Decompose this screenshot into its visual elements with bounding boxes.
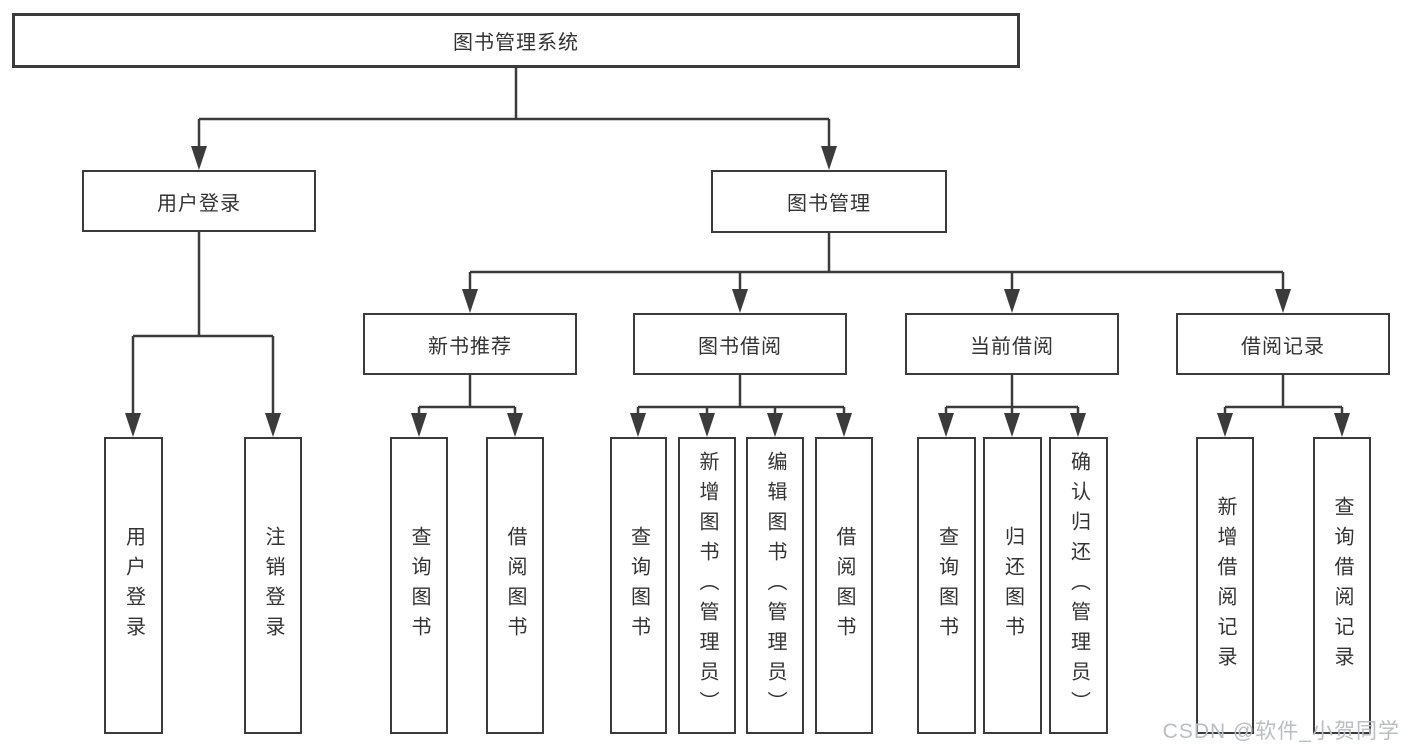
node-label: 注销登录 <box>262 525 284 646</box>
node-label: 当前借阅 <box>970 335 1054 358</box>
leaf-query-book-borrow: 查询图书 <box>610 437 667 734</box>
leaf-query-book-recommend: 查询图书 <box>390 437 448 734</box>
node-label: 用户登录 <box>157 192 241 215</box>
node-label: 借阅图书 <box>833 525 855 646</box>
node-book-management: 图书管理 <box>711 170 947 233</box>
node-label: 新增借阅记录 <box>1214 495 1236 676</box>
node-label: 确认归还（管理员） <box>1067 450 1090 721</box>
node-label: 新书推荐 <box>428 335 512 358</box>
leaf-return-book: 归还图书 <box>983 437 1042 734</box>
node-borrow-record: 借阅记录 <box>1176 313 1390 375</box>
node-label: 编辑图书（管理员） <box>764 450 786 721</box>
node-current-borrow: 当前借阅 <box>905 313 1119 375</box>
leaf-user-login: 用户登录 <box>104 437 163 734</box>
node-user-login: 用户登录 <box>82 170 316 232</box>
node-book-borrow: 图书借阅 <box>633 313 847 375</box>
leaf-borrow-book-recommend: 借阅图书 <box>486 437 544 734</box>
leaf-add-borrow-record: 新增借阅记录 <box>1196 437 1254 734</box>
arrowheads <box>125 146 1350 437</box>
node-label: 图书借阅 <box>698 335 782 358</box>
leaf-query-book-current: 查询图书 <box>917 437 976 734</box>
leaf-add-book-admin: 新增图书（管理员） <box>678 437 736 734</box>
leaf-confirm-return-admin: 确认归还（管理员） <box>1049 437 1108 734</box>
node-label: 查询图书 <box>627 525 650 646</box>
leaf-query-borrow-record: 查询借阅记录 <box>1313 437 1371 734</box>
node-label: 图书管理 <box>787 193 871 215</box>
node-library-management-system: 图书管理系统 <box>12 13 1020 68</box>
leaf-borrow-book: 借阅图书 <box>815 437 873 734</box>
leaf-edit-book-admin: 编辑图书（管理员） <box>746 437 804 734</box>
node-label: 借阅记录 <box>1241 335 1325 358</box>
node-label: 归还图书 <box>1001 525 1024 646</box>
csdn-watermark: CSDN @软件_小贺同学 <box>1162 720 1400 743</box>
node-label: 查询图书 <box>408 525 430 646</box>
node-label: 查询图书 <box>935 525 958 646</box>
node-label: 借阅图书 <box>504 525 526 646</box>
node-label: 用户登录 <box>122 525 145 646</box>
node-label: 图书管理系统 <box>453 32 579 54</box>
node-label: 新增图书（管理员） <box>696 450 718 721</box>
node-new-book-recommend: 新书推荐 <box>363 313 577 375</box>
node-label: 查询借阅记录 <box>1331 495 1353 676</box>
leaf-logout-login: 注销登录 <box>244 437 302 734</box>
